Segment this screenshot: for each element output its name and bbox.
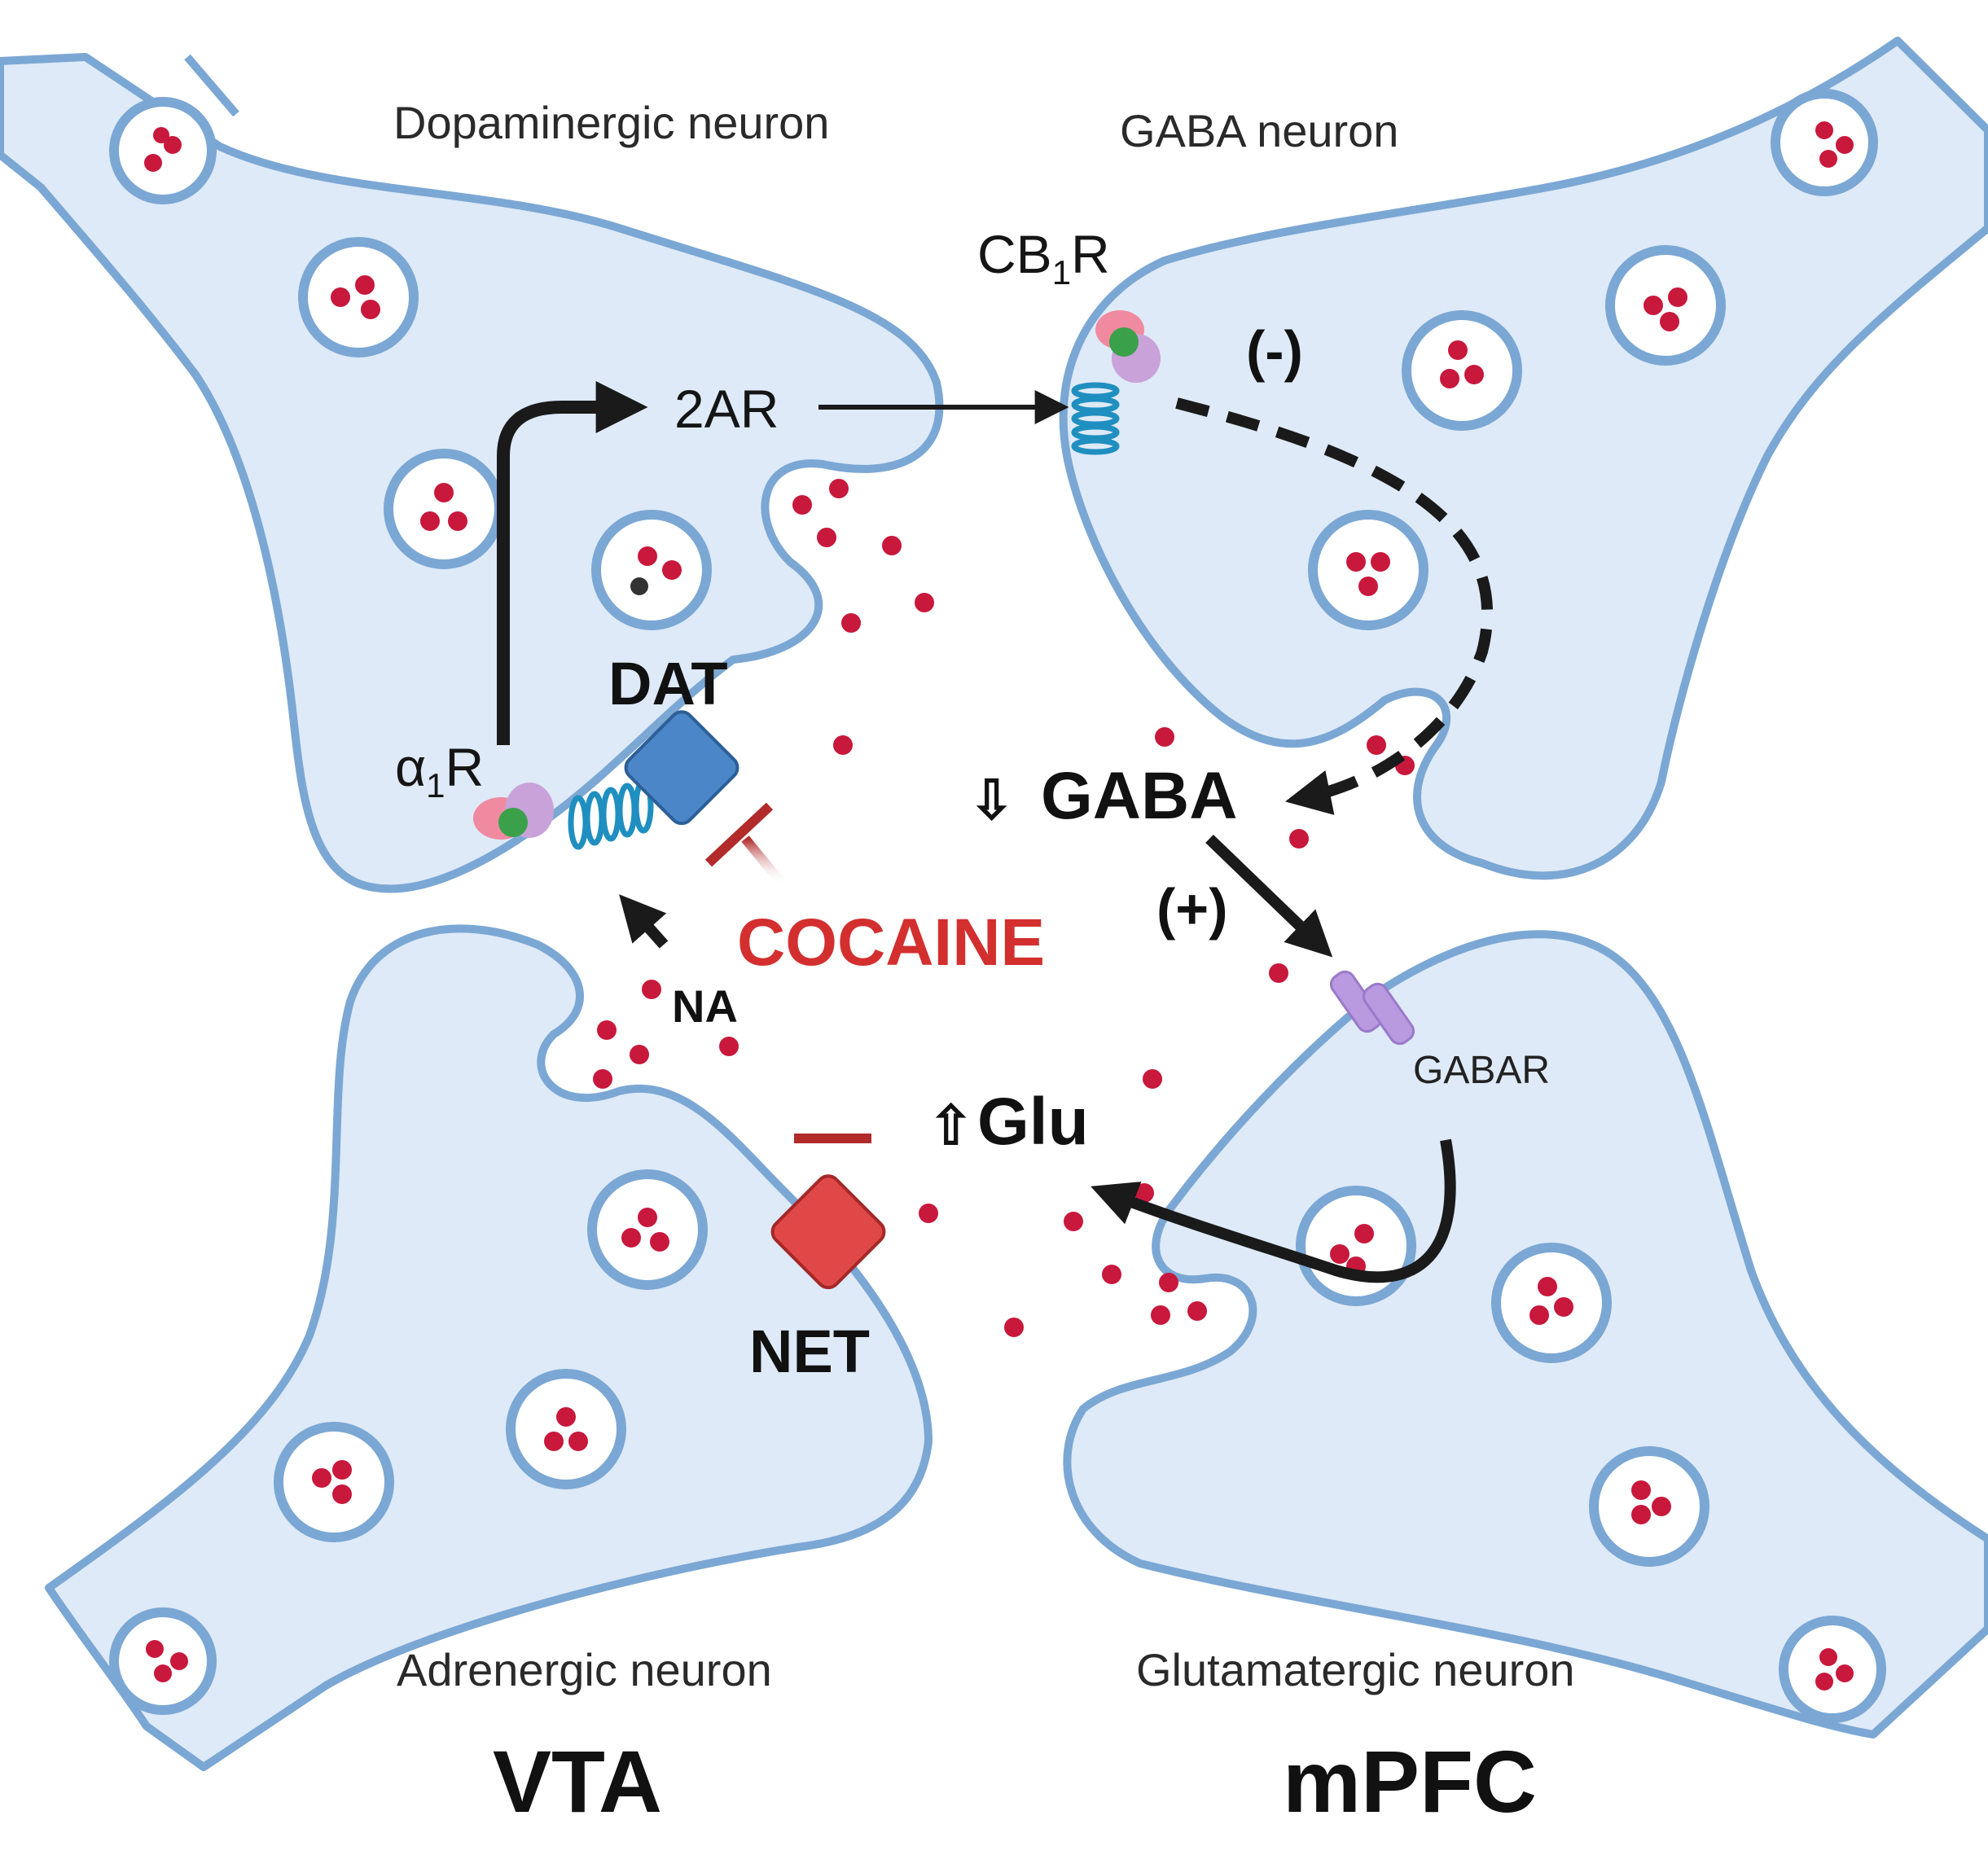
alpha1-receptor xyxy=(473,778,654,850)
glutamatergic-neuron-label: Glutamatergic neuron xyxy=(1136,1644,1575,1695)
vesicle xyxy=(274,1422,394,1542)
vesicle xyxy=(298,237,419,357)
net-transporter xyxy=(770,1174,886,1290)
gaba-to-gabar-arrow xyxy=(1205,834,1333,958)
cocaine-label: COCAINE xyxy=(737,906,1045,980)
vesicle xyxy=(506,1369,626,1489)
gabar-label: GABAR xyxy=(1413,1049,1550,1092)
glu-molecule-label: Glu xyxy=(977,1085,1089,1159)
vesicle xyxy=(109,97,217,204)
cb1-to-gaba-dashed-arrow xyxy=(1175,397,1493,815)
na-label: NA xyxy=(672,980,738,1032)
mpfc-region-label: mPFC xyxy=(1283,1732,1537,1831)
cocaine-inhibits-dat xyxy=(704,802,786,887)
vesicle xyxy=(109,1607,217,1715)
vesicle xyxy=(1296,1186,1416,1306)
na-to-alpha1-arrow xyxy=(619,894,669,949)
vesicle xyxy=(1402,310,1522,431)
dat-transporter xyxy=(624,710,739,826)
vesicle xyxy=(1779,1616,1886,1723)
dark-molecule xyxy=(630,577,648,595)
positive-effect-label: (+) xyxy=(1156,877,1228,941)
vesicle xyxy=(1308,510,1428,630)
glu-increase-arrow: ⇧ xyxy=(928,1095,973,1156)
dopaminergic-neuron-label: Dopaminergic neuron xyxy=(393,97,829,148)
dat-label: DAT xyxy=(608,650,728,717)
gaba-molecule-label: GABA xyxy=(1041,759,1237,833)
vesicle xyxy=(1589,1446,1709,1567)
cb1-receptor xyxy=(1071,310,1161,455)
gaba-neuron xyxy=(1059,37,1988,880)
beta2-receptor-label: 2AR xyxy=(674,379,779,439)
alpha1-receptor-label: α1R xyxy=(395,737,484,805)
alpha1-to-beta2-arrow xyxy=(497,381,648,745)
cb1-receptor-label: CB1R xyxy=(977,224,1110,292)
gaba-neuron-body xyxy=(1059,37,1988,880)
vta-region-label: VTA xyxy=(493,1732,662,1831)
cocaine-inhibits-net xyxy=(794,985,871,1143)
vesicles xyxy=(109,89,1886,1723)
gaba-receptor xyxy=(1329,970,1415,1046)
adrenergic-neuron-body xyxy=(45,924,933,1771)
vesicle xyxy=(1771,89,1878,196)
net-label: NET xyxy=(749,1318,870,1385)
neurotransmitter-molecules xyxy=(144,121,1854,1691)
vesicle xyxy=(1605,245,1726,366)
adrenergic-neuron xyxy=(45,924,933,1771)
adrenergic-neuron-label: Adrenergic neuron xyxy=(397,1644,772,1695)
vesicle xyxy=(587,1169,708,1290)
vesicle xyxy=(591,510,712,630)
gaba-neuron-label: GABA neuron xyxy=(1120,105,1398,156)
negative-effect-label: (-) xyxy=(1246,319,1303,383)
gaba-decrease-arrow: ⇩ xyxy=(969,770,1014,830)
vesicle xyxy=(384,449,504,569)
gabar-to-glu-arrow xyxy=(1091,1138,1456,1283)
vesicle xyxy=(1491,1243,1612,1363)
